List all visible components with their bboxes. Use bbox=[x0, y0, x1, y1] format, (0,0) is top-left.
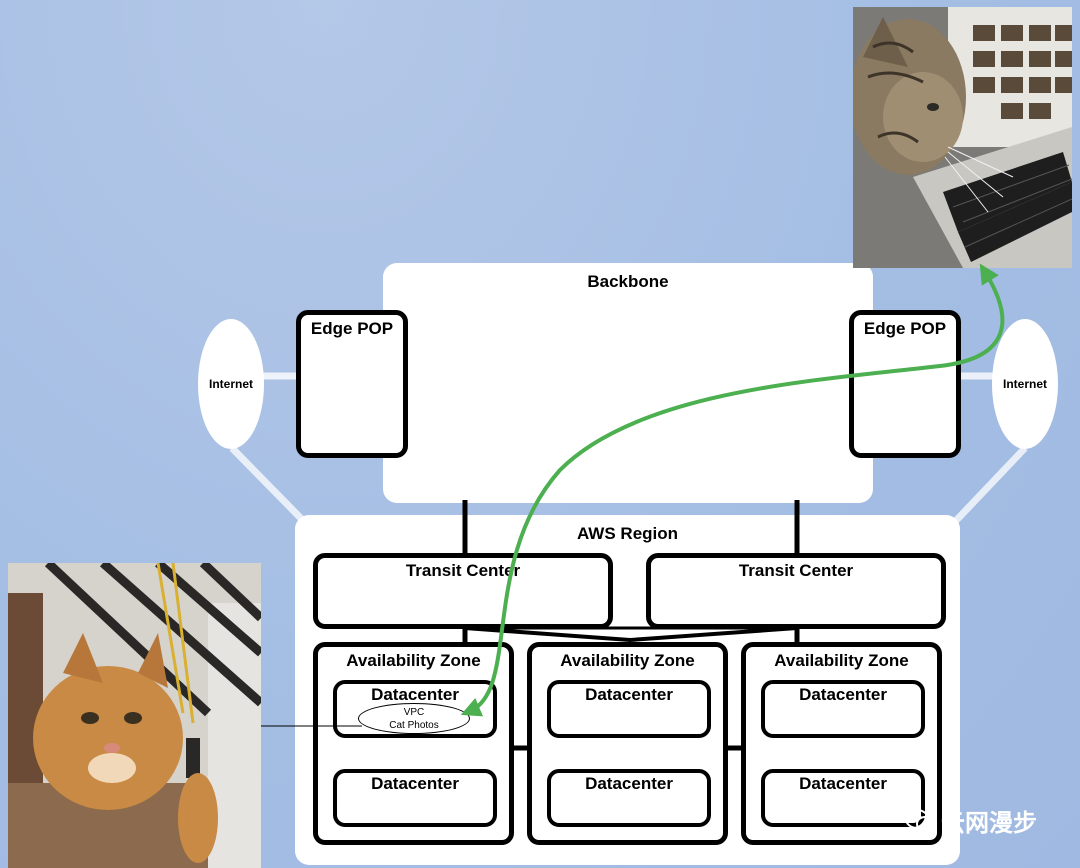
datacenter-1b: Datacenter bbox=[333, 769, 497, 827]
cat-laptop-photo bbox=[853, 7, 1072, 268]
orange-cat-photo bbox=[8, 563, 261, 868]
datacenter-label: Datacenter bbox=[585, 774, 673, 793]
internet-label: Internet bbox=[1002, 377, 1047, 391]
wechat-icon bbox=[905, 808, 934, 832]
internet-label: Internet bbox=[208, 377, 253, 391]
watermark-text: 云网漫步 bbox=[941, 810, 1037, 837]
vpc-sublabel: Cat Photos bbox=[389, 720, 439, 731]
datacenter-2b: Datacenter bbox=[547, 769, 711, 827]
datacenter-3b: Datacenter bbox=[761, 769, 925, 827]
edge-pop-left: Edge POP bbox=[296, 310, 408, 458]
vpc-label: VPC bbox=[403, 707, 425, 718]
edge-pop-label: Edge POP bbox=[310, 319, 394, 338]
availability-zone-label: Availability Zone bbox=[346, 651, 481, 670]
cat-laptop-illustration bbox=[853, 7, 1072, 268]
vpc-cat-photos: VPC Cat Photos bbox=[358, 703, 470, 734]
datacenter-label: Datacenter bbox=[371, 685, 459, 704]
watermark: 云网漫步 bbox=[905, 803, 1037, 838]
datacenter-label: Datacenter bbox=[799, 774, 887, 793]
datacenter-label: Datacenter bbox=[371, 774, 459, 793]
internet-cloud-left: Internet bbox=[198, 319, 264, 449]
orange-cat-illustration bbox=[8, 563, 261, 868]
